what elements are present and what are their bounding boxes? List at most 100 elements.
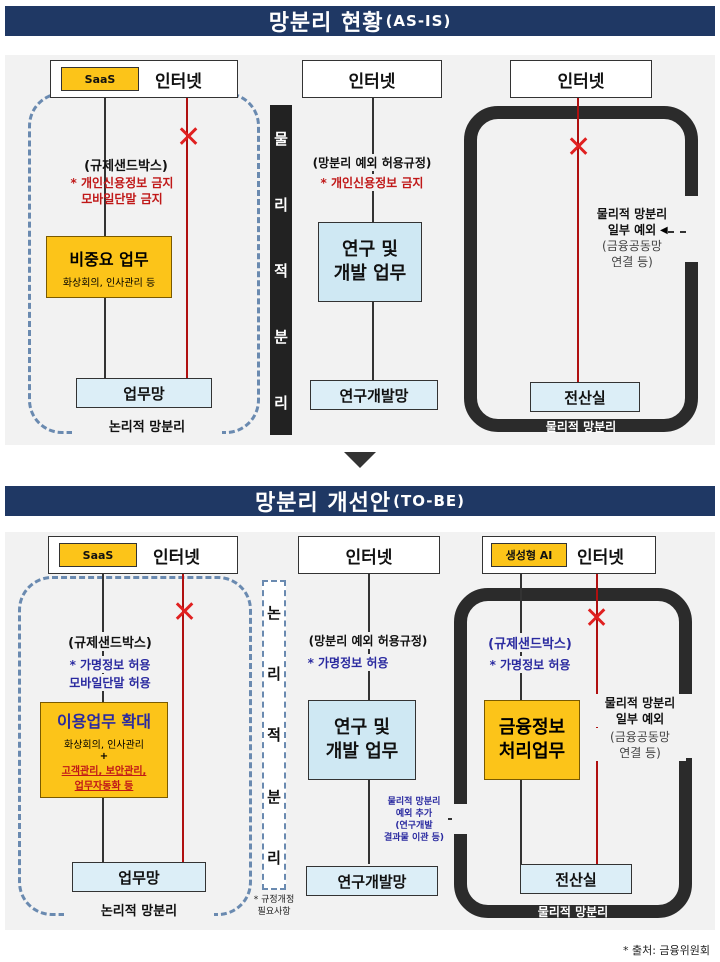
source-credit: * 출처: 금융위원회 bbox=[622, 944, 710, 957]
tobe-task-add2: 업무자동화 등 bbox=[74, 781, 134, 792]
tobe-finance-line: 처리업무 bbox=[498, 741, 566, 762]
tobe-divider-char: 적 bbox=[267, 726, 281, 745]
asis-left-network: 업무망 bbox=[76, 378, 212, 408]
tobe-finance-box: 금융정보 처리업무 bbox=[484, 700, 580, 780]
tobe-mid-exc3: (연구개발 bbox=[395, 821, 433, 831]
tobe-right-note: * 가명정보 허용 bbox=[476, 656, 584, 673]
tobe-mid-note: * 가명정보 허용 bbox=[288, 654, 408, 671]
tobe-logical-divider: 논 리 적 분 리 bbox=[262, 580, 286, 890]
tobe-title-sub: (TO-BE) bbox=[393, 492, 465, 510]
asis-left-sandbox: (규제샌드박스) bbox=[84, 159, 168, 174]
tobe-saas-tag: SaaS bbox=[59, 543, 137, 567]
asis-right-exc4: 연결 등) bbox=[611, 255, 653, 269]
tobe-mid-exc4: 결과물 이관 등) bbox=[383, 833, 445, 843]
asis-left-internet-label: 인터넷 bbox=[155, 71, 202, 92]
tobe-right-internet-label: 인터넷 bbox=[577, 547, 624, 568]
asis-rnd-box: 연구 및 개발 업무 bbox=[318, 222, 422, 302]
tobe-right-network: 전산실 bbox=[520, 864, 632, 894]
tobe-right-sandbox: (규제샌드박스) bbox=[476, 633, 584, 652]
tobe-boundary-gap-left bbox=[452, 804, 468, 834]
tobe-mid-exc1: 물리적 망분리 bbox=[387, 797, 441, 807]
x-mark-icon: ✕ bbox=[584, 601, 610, 636]
asis-task-box: 비중요 업무 화상회의, 인사관리 등 bbox=[46, 236, 172, 298]
asis-title-bar: 망분리 현황(AS-IS) bbox=[5, 6, 715, 36]
asis-left-internet-box: SaaS 인터넷 bbox=[50, 60, 238, 98]
tobe-ai-tag: 생성형 AI bbox=[491, 543, 567, 567]
tobe-task-title: 이용업무 확대 bbox=[57, 712, 151, 731]
tobe-divider-char: 분 bbox=[267, 787, 281, 806]
tobe-finance-line: 금융정보 bbox=[498, 716, 566, 738]
asis-rnd-line: 연구 및 bbox=[342, 238, 398, 260]
asis-divider-char: 리 bbox=[274, 195, 288, 214]
asis-right-red-line bbox=[577, 98, 579, 383]
tobe-divider-note2: 필요사항 bbox=[257, 906, 291, 917]
asis-boundary-gap bbox=[684, 196, 700, 262]
asis-mid-internet-box: 인터넷 bbox=[302, 60, 442, 98]
asis-title-sub: (AS-IS) bbox=[385, 12, 452, 30]
tobe-task-box: 이용업무 확대 화상회의, 인사관리 + 고객관리, 보안관리, 업무자동화 등 bbox=[40, 702, 168, 798]
asis-right-internet-box: 인터넷 bbox=[510, 60, 652, 98]
asis-left-red-line bbox=[186, 98, 188, 378]
asis-saas-tag: SaaS bbox=[61, 67, 139, 91]
asis-divider-char: 물 bbox=[274, 129, 288, 148]
tobe-right-internet-box: 생성형 AI 인터넷 bbox=[482, 536, 656, 574]
tobe-right-exc4: 연결 등) bbox=[594, 744, 686, 761]
asis-left-note2: 모바일단말 금지 bbox=[81, 192, 163, 206]
x-mark-icon: ✕ bbox=[172, 595, 198, 630]
x-mark-icon: ✕ bbox=[176, 120, 202, 155]
tobe-divider-char: 논 bbox=[267, 604, 281, 623]
tobe-rnd-box: 연구 및 개발 업무 bbox=[308, 700, 416, 780]
asis-mid-network: 연구개발망 bbox=[310, 380, 438, 410]
asis-right-caption: 물리적 망분리 bbox=[545, 420, 617, 434]
asis-divider-char: 적 bbox=[274, 261, 288, 280]
asis-right-exc2: 일부 예외 bbox=[607, 223, 657, 237]
x-mark-icon: ✕ bbox=[566, 130, 592, 165]
tobe-task-add1: 고객관리, 보안관리, bbox=[61, 766, 147, 777]
arrow-left-icon: ◀ bbox=[660, 225, 668, 236]
tobe-right-caption: 물리적 망분리 bbox=[537, 905, 609, 919]
tobe-mid-internet-box: 인터넷 bbox=[298, 536, 440, 574]
asis-right-exc3: (금융공동망 bbox=[602, 239, 662, 253]
tobe-left-caption: 논리적 망분리 bbox=[64, 900, 214, 919]
chevron-down-icon bbox=[340, 448, 380, 472]
tobe-right-exc3: (금융공동망 bbox=[594, 728, 686, 745]
asis-mid-rule: (망분리 예외 허용규정) bbox=[292, 154, 452, 171]
tobe-mid-rule: (망분리 예외 허용규정) bbox=[288, 632, 448, 649]
tobe-divider-note1: * 규정개정 bbox=[253, 895, 295, 905]
asis-right-exc1: 물리적 망분리 bbox=[596, 207, 668, 221]
tobe-physical-boundary bbox=[454, 588, 692, 918]
tobe-left-note1: * 가명정보 허용 bbox=[40, 656, 180, 673]
asis-task-title: 비중요 업무 bbox=[69, 249, 149, 269]
tobe-rnd-line: 개발 업무 bbox=[325, 741, 399, 762]
tobe-left-internet-box: SaaS 인터넷 bbox=[48, 536, 238, 574]
tobe-title: 망분리 개선안 bbox=[255, 491, 392, 516]
asis-right-network: 전산실 bbox=[530, 382, 640, 412]
tobe-rnd-line: 연구 및 bbox=[334, 716, 390, 738]
asis-task-sub: 화상회의, 인사관리 등 bbox=[62, 277, 156, 289]
asis-right-exc-arrow bbox=[668, 231, 686, 233]
asis-physical-divider: 물 리 적 분 리 bbox=[270, 105, 292, 435]
tobe-left-red-line bbox=[182, 574, 184, 862]
tobe-left-internet-label: 인터넷 bbox=[153, 547, 200, 568]
tobe-left-note2: 모바일단말 허용 bbox=[40, 674, 180, 691]
tobe-divider-note: * 규정개정 필요사항 bbox=[246, 895, 302, 918]
asis-title: 망분리 현황 bbox=[268, 11, 384, 36]
tobe-task-sub: 화상회의, 인사관리 bbox=[64, 740, 144, 751]
tobe-right-exc1: 물리적 망분리 bbox=[594, 694, 686, 711]
tobe-mid-network: 연구개발망 bbox=[306, 866, 438, 896]
asis-divider-char: 분 bbox=[274, 327, 288, 346]
tobe-right-exc2: 일부 예외 bbox=[594, 710, 686, 727]
tobe-task-plus: + bbox=[99, 751, 109, 762]
tobe-left-sandbox: (규제샌드박스) bbox=[40, 632, 180, 651]
tobe-divider-char: 리 bbox=[267, 665, 281, 684]
asis-divider-char: 리 bbox=[274, 393, 288, 412]
asis-rnd-line: 개발 업무 bbox=[333, 263, 407, 284]
asis-left-caption: 논리적 망분리 bbox=[72, 416, 222, 435]
tobe-mid-exc2: 예외 추가 bbox=[395, 809, 433, 819]
asis-mid-note: * 개인신용정보 금지 bbox=[292, 174, 452, 191]
tobe-divider-char: 리 bbox=[267, 848, 281, 867]
asis-physical-boundary bbox=[464, 106, 698, 432]
tobe-left-network: 업무망 bbox=[72, 862, 206, 892]
asis-left-note1: * 개인신용정보 금지 bbox=[70, 176, 174, 190]
tobe-title-bar: 망분리 개선안(TO-BE) bbox=[5, 486, 715, 516]
